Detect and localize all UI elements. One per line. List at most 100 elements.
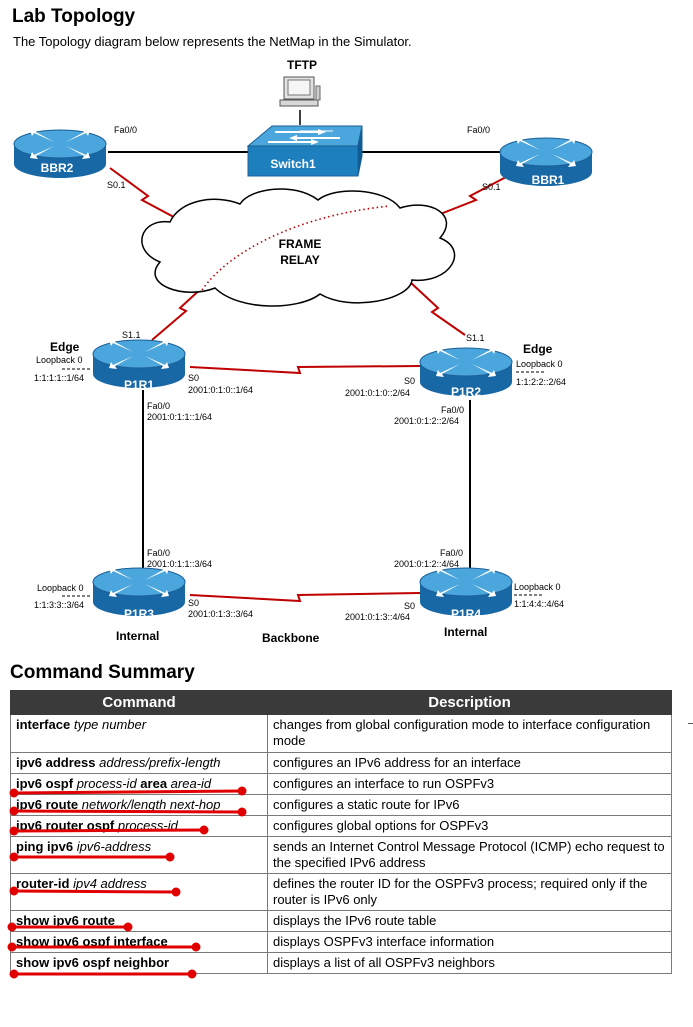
table-row: ipv6 route network/length next-hop confi… — [10, 794, 672, 816]
p1r1-role: Edge — [50, 340, 80, 354]
router-p1r2: P1R2 — [419, 346, 513, 399]
command-cell: show ipv6 ospf neighbor — [10, 952, 268, 974]
table-header-row: Command Description — [10, 690, 672, 715]
router-bbr2-label: BBR2 — [41, 161, 74, 175]
table-row: ipv6 address address/prefix-length confi… — [10, 752, 672, 774]
serial-cloud-p1r1 — [151, 284, 206, 341]
p1r1-fa-address: 2001:0:1:1::1/64 — [147, 412, 212, 422]
serial-bbr2-cloud — [109, 167, 186, 224]
p1r4-loopback-address: 1:1:4:4::4/64 — [514, 599, 564, 609]
command-cell: router-id ipv4 address — [10, 873, 268, 911]
command-cell: ipv6 route network/length next-hop — [10, 794, 268, 816]
p1r4-loopback-label: Loopback 0 — [514, 582, 561, 592]
table-row: show ipv6 ospf neighbor displays a list … — [10, 952, 672, 974]
p1r4-s0-address: 2001:0:1:3::4/64 — [345, 612, 410, 622]
bbr2-fa-label: Fa0/0 — [114, 125, 137, 135]
command-cell: show ipv6 route — [10, 910, 268, 932]
p1r2-s0-address: 2001:0:1:0::2/64 — [345, 388, 410, 398]
p1r3-s0-label: S0 — [188, 598, 199, 608]
table-row: show ipv6 ospf interface displays OSPFv3… — [10, 931, 672, 953]
serial-p1r3-p1r4 — [189, 592, 421, 603]
column-header-description: Description — [267, 690, 672, 715]
command-summary-title: Command Summary — [10, 662, 195, 683]
bbr1-fa-label: Fa0/0 — [467, 125, 490, 135]
p1r2-fa-label: Fa0/0 — [441, 405, 464, 415]
serial-p1r1-p1r2 — [189, 365, 421, 375]
command-cell: ipv6 address address/prefix-length — [10, 752, 268, 774]
table-row: router-id ipv4 address defines the route… — [10, 873, 672, 911]
cloud-label-line1: FRAME — [279, 237, 322, 251]
table-row: show ipv6 route displays the IPv6 route … — [10, 910, 672, 932]
cloud-label-line2: RELAY — [280, 253, 320, 267]
command-cell: ping ipv6 ipv6-address — [10, 836, 268, 874]
serial-bbr1-cloud — [419, 175, 509, 223]
table-row: ipv6 router ospf process-id configures g… — [10, 815, 672, 837]
router-p1r1-label: P1R1 — [124, 378, 154, 392]
p1r3-fa-label: Fa0/0 — [147, 548, 170, 558]
router-bbr2: BBR2 — [13, 128, 107, 179]
computer-icon — [279, 76, 321, 107]
network-topology-diagram: FRAME RELAY TFTP Switch1 BBR2 Fa0/0 S0.1 — [13, 58, 593, 645]
edge-tick-mark — [688, 723, 693, 724]
p1r1-s0-address: 2001:0:1:0::1/64 — [188, 385, 253, 395]
description-cell: configures a static route for IPv6 — [267, 794, 672, 816]
router-bbr1-label: BBR1 — [532, 173, 565, 187]
p1r2-loopback-label: Loopback 0 — [516, 359, 563, 369]
p1r3-fa-address: 2001:0:1:1::3/64 — [147, 559, 212, 569]
table-row: ipv6 ospf process-id area area-id config… — [10, 773, 672, 795]
backbone-label: Backbone — [262, 631, 320, 645]
p1r3-loopback-address: 1:1:3:3::3/64 — [34, 600, 84, 610]
router-bbr1: BBR1 — [499, 136, 593, 187]
command-cell: ipv6 ospf process-id area area-id — [10, 773, 268, 795]
tftp-server: TFTP — [279, 58, 321, 107]
router-p1r1: P1R1 — [92, 338, 186, 392]
p1r3-s0-address: 2001:0:1:3::3/64 — [188, 609, 253, 619]
switch1: Switch1 — [246, 125, 363, 177]
description-cell: changes from global configuration mode t… — [267, 714, 672, 753]
serial-cloud-p1r2 — [409, 281, 466, 336]
description-cell: displays OSPFv3 interface information — [267, 931, 672, 953]
p1r2-s11-label: S1.1 — [466, 333, 485, 343]
p1r1-s0-label: S0 — [188, 373, 199, 383]
switch1-label: Switch1 — [270, 157, 316, 171]
router-p1r4-label: P1R4 — [451, 607, 481, 621]
page-title: Lab Topology — [12, 6, 136, 27]
p1r4-role: Internal — [444, 625, 487, 639]
p1r1-loopback-label: Loopback 0 — [36, 355, 83, 365]
frame-relay-cloud: FRAME RELAY — [141, 188, 456, 307]
table-row: interface type number changes from globa… — [10, 714, 672, 753]
p1r2-fa-address: 2001:0:1:2::2/64 — [394, 416, 459, 426]
description-cell: configures global options for OSPFv3 — [267, 815, 672, 837]
router-p1r3: P1R3 — [92, 566, 186, 621]
router-p1r4: P1R4 — [419, 566, 513, 621]
p1r1-fa-label: Fa0/0 — [147, 401, 170, 411]
p1r2-loopback-address: 1:1:2:2::2/64 — [516, 377, 566, 387]
description-cell: configures an interface to run OSPFv3 — [267, 773, 672, 795]
p1r1-s11-label: S1.1 — [122, 330, 141, 340]
command-cell: show ipv6 ospf interface — [10, 931, 268, 953]
p1r4-s0-label: S0 — [404, 601, 415, 611]
command-summary-table: Command Description interface type numbe… — [10, 690, 672, 974]
description-cell: sends an Internet Control Message Protoc… — [267, 836, 672, 874]
bbr2-s-label: S0.1 — [107, 180, 126, 190]
p1r3-loopback-label: Loopback 0 — [37, 583, 84, 593]
page-subtitle: The Topology diagram below represents th… — [13, 34, 412, 49]
table-row: ping ipv6 ipv6-address sends an Internet… — [10, 836, 672, 874]
router-p1r3-label: P1R3 — [124, 607, 154, 621]
command-cell: interface type number — [10, 714, 268, 753]
bbr1-s-label: S0.1 — [482, 182, 501, 192]
tftp-label: TFTP — [287, 58, 317, 72]
p1r1-loopback-address: 1:1:1:1::1/64 — [34, 373, 84, 383]
p1r2-s0-label: S0 — [404, 376, 415, 386]
p1r4-fa-address: 2001:0:1:2::4/64 — [394, 559, 459, 569]
description-cell: displays the IPv6 route table — [267, 910, 672, 932]
description-cell: defines the router ID for the OSPFv3 pro… — [267, 873, 672, 911]
description-cell: configures an IPv6 address for an interf… — [267, 752, 672, 774]
p1r2-role: Edge — [523, 342, 553, 356]
description-cell: displays a list of all OSPFv3 neighbors — [267, 952, 672, 974]
column-header-command: Command — [10, 690, 268, 715]
p1r4-fa-label: Fa0/0 — [440, 548, 463, 558]
command-cell: ipv6 router ospf process-id — [10, 815, 268, 837]
router-p1r2-label: P1R2 — [451, 385, 481, 399]
p1r3-role: Internal — [116, 629, 159, 643]
